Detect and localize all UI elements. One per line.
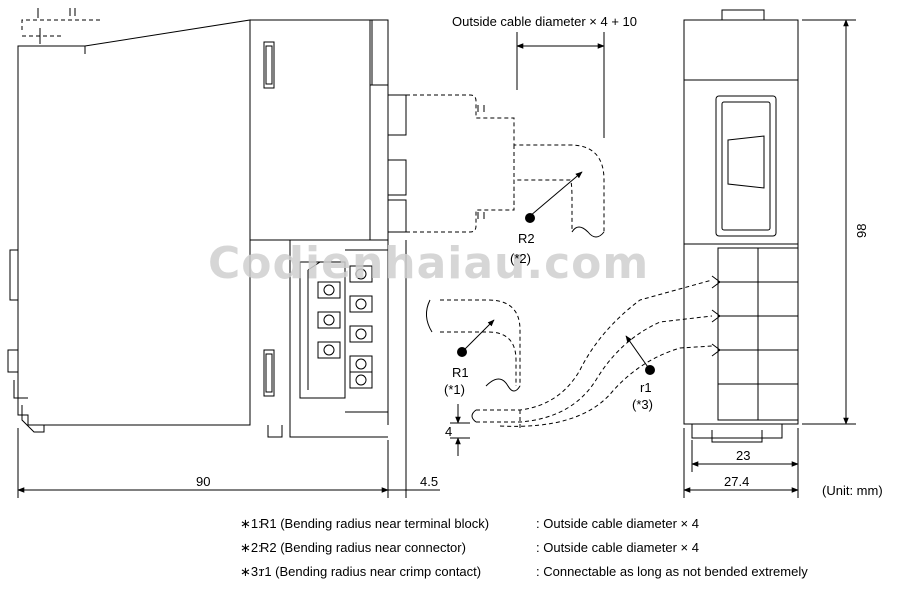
r1-crimp-label: r1 bbox=[640, 380, 652, 395]
note-value: : Outside cable diameter × 4 bbox=[536, 540, 699, 555]
dim-98-label: 98 bbox=[854, 224, 869, 238]
dim-4-label: 4 bbox=[445, 424, 452, 439]
side-view bbox=[7, 8, 407, 438]
note-label: r1 (Bending radius near crimp contact) bbox=[260, 564, 482, 579]
dim-27-4-label: 27.4 bbox=[724, 474, 749, 489]
note-value: : Connectable as long as not bended extr… bbox=[536, 564, 808, 579]
note-value: : Outside cable diameter × 4 bbox=[536, 516, 699, 531]
r1-note: (*1) bbox=[444, 382, 465, 397]
note-row: ∗3: r1 (Bending radius near crimp contac… bbox=[240, 560, 808, 584]
watermark-text: Codienhaiau.com bbox=[208, 238, 649, 289]
unit-label: (Unit: mm) bbox=[822, 483, 883, 498]
note-mark: ∗1: bbox=[240, 516, 262, 531]
terminal-cable-outline bbox=[440, 299, 521, 386]
dimension-lines bbox=[17, 19, 856, 498]
r1-label: R1 bbox=[452, 365, 469, 380]
front-view bbox=[683, 9, 799, 443]
note-mark: ∗3: bbox=[240, 564, 262, 579]
note-row: ∗1: R1 (Bending radius near terminal blo… bbox=[240, 512, 808, 536]
r2-label: R2 bbox=[518, 231, 535, 246]
note-label: R1 (Bending radius near terminal block) bbox=[260, 516, 490, 531]
connector-cable-outline bbox=[406, 94, 605, 233]
radius-center-dots bbox=[457, 213, 655, 375]
r2-note: (*2) bbox=[510, 251, 531, 266]
dim-90-label: 90 bbox=[196, 474, 210, 489]
bending-radius-notes: ∗1: R1 (Bending radius near terminal blo… bbox=[240, 512, 808, 584]
r1-crimp-note: (*3) bbox=[632, 397, 653, 412]
crimp-contact-cables bbox=[476, 279, 713, 428]
note-label: R2 (Bending radius near connector) bbox=[260, 540, 466, 555]
dim-23-label: 23 bbox=[736, 448, 750, 463]
dim-4-5-label: 4.5 bbox=[420, 474, 438, 489]
dim-formula-label: Outside cable diameter × 4 + 10 bbox=[452, 14, 637, 29]
note-row: ∗2: R2 (Bending radius near connector) :… bbox=[240, 536, 808, 560]
note-mark: ∗2: bbox=[240, 540, 262, 555]
